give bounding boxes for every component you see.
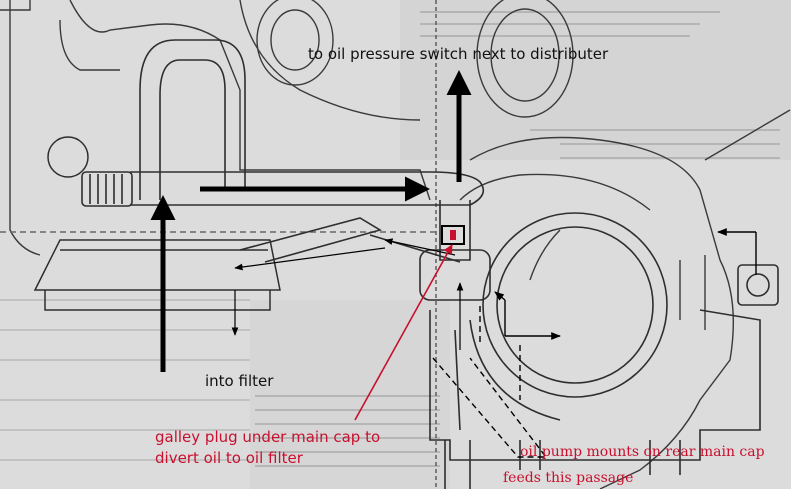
oil-galley-passage <box>81 39 485 263</box>
filter-flow-arrows <box>231 238 464 350</box>
feeds-passage-label: feeds this passage <box>503 470 634 486</box>
into-filter-label: into filter <box>205 372 274 390</box>
galley-plug-label-line2: divert oil to oil filter <box>155 449 303 467</box>
oil-pump-mounts-label: oil pump mounts on rear main cap <box>520 444 765 460</box>
cap-rotation-arrows <box>494 228 757 340</box>
pump-feed-dashed <box>432 305 548 458</box>
main-bearing-cap <box>419 212 779 489</box>
bolt-circle-left <box>47 136 89 178</box>
galley-plug-marker <box>450 230 456 240</box>
oil-pressure-switch-label: to oil pressure switch next to distribut… <box>308 45 609 63</box>
galley-plug-label-line1: galley plug under main cap to <box>155 428 381 446</box>
galley-plug <box>441 225 465 245</box>
galley-plug-pointer-arrow <box>354 244 453 421</box>
